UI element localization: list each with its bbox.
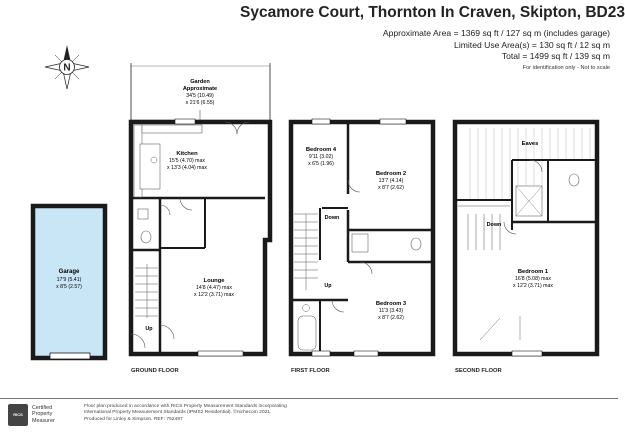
- ground-floor-plan: Garden Approximate 34'5 (10.49) x 21'6 (…: [128, 63, 273, 357]
- kitchen-name: Kitchen: [176, 151, 198, 157]
- bedroom2-dim2: x 8'7 (2.62): [378, 185, 404, 191]
- rics-certification: RICS Certified Property Measurer: [8, 404, 68, 428]
- approx-area-text: Approximate Area = 1369 sq ft / 127 sq m…: [382, 28, 610, 38]
- second-floor-plan: Eaves Down Bedroom 1 16'8 (5.08) max x 1…: [452, 119, 600, 357]
- page-title: Sycamore Court, Thornton In Craven, Skip…: [240, 4, 625, 21]
- garden-approx: Approximate: [183, 86, 217, 92]
- garden-dim1: 34'5 (10.49): [186, 93, 214, 99]
- second-stairs-down: Down: [487, 222, 502, 228]
- first-stairs-up: Up: [324, 283, 332, 289]
- garage-dim1: 17'9 (5.41): [57, 277, 82, 283]
- kitchen-dim2: x 13'3 (4.04) max: [167, 165, 207, 171]
- compass-rose-icon: N: [44, 45, 90, 90]
- garden-name: Garden: [190, 79, 210, 85]
- rics-line1: Certified: [32, 405, 53, 411]
- bedroom1-name: Bedroom 1: [518, 269, 549, 275]
- garden-dim2: x 21'6 (6.55): [186, 100, 215, 106]
- lounge-dim1: 14'8 (4.47) max: [196, 285, 232, 291]
- garage-name: Garage: [59, 269, 80, 275]
- footer-line3: Produced for Linley & Simpson. REF: 7524…: [84, 416, 183, 422]
- bedroom1-dim2: x 12'2 (3.71) max: [513, 283, 553, 289]
- bedroom4-dim1: 9'11 (3.02): [309, 154, 334, 160]
- bedroom4-name: Bedroom 4: [306, 147, 337, 153]
- bedroom2-dim1: 13'7 (4.14): [379, 178, 404, 184]
- identification-note: For identification only - Not to scale: [522, 64, 610, 71]
- bedroom3-dim2: x 8'7 (2.62): [378, 315, 404, 321]
- lounge-name: Lounge: [204, 278, 226, 284]
- bedroom4-dim2: x 6'5 (1.96): [308, 161, 334, 167]
- rics-label: Certified Property Measurer: [32, 405, 55, 424]
- ground-floor-label: GROUND FLOOR: [131, 368, 179, 374]
- lounge-dim2: x 12'2 (3.71) max: [194, 292, 234, 298]
- rics-line3: Measurer: [32, 417, 55, 424]
- first-floor-plan: Bedroom 4 9'11 (3.02) x 6'5 (1.96) Bedro…: [288, 118, 436, 357]
- rics-line2: Property: [32, 411, 53, 418]
- footer-line2: International Property Measurement Stand…: [84, 410, 272, 416]
- garage-dim2: x 8'5 (2.57): [56, 284, 82, 290]
- limited-use-text: Limited Use Area(s) = 130 sq ft / 12 sq …: [454, 39, 610, 50]
- footer-line1: Floor plan produced in accordance with R…: [84, 404, 287, 409]
- footer-note: Floor plan produced in accordance with R…: [84, 404, 344, 423]
- garage-plan: Garage 17'9 (5.41) x 8'5 (2.57): [30, 203, 108, 361]
- bedroom3-name: Bedroom 3: [376, 301, 407, 307]
- compass-label: N: [63, 63, 70, 74]
- footer-divider: [0, 398, 618, 399]
- rics-logo-icon: RICS: [8, 404, 28, 426]
- eaves-label: Eaves: [522, 141, 539, 147]
- first-stairs-down: Down: [325, 215, 340, 221]
- total-area-text: Total = 1499 sq ft / 139 sq m: [501, 51, 610, 62]
- first-floor-label: FIRST FLOOR: [291, 368, 330, 374]
- second-floor-label: SECOND FLOOR: [455, 368, 503, 374]
- ground-stairs-up: Up: [145, 326, 153, 332]
- kitchen-dim1: 15'5 (4.70) max: [169, 158, 205, 164]
- bedroom2-name: Bedroom 2: [376, 171, 406, 177]
- bedroom3-dim1: 11'3 (3.43): [379, 308, 404, 314]
- area-summary: Approximate Area = 1369 sq ft / 127 sq m…: [383, 28, 610, 74]
- bedroom1-dim1: 16'8 (5.08) max: [515, 276, 551, 282]
